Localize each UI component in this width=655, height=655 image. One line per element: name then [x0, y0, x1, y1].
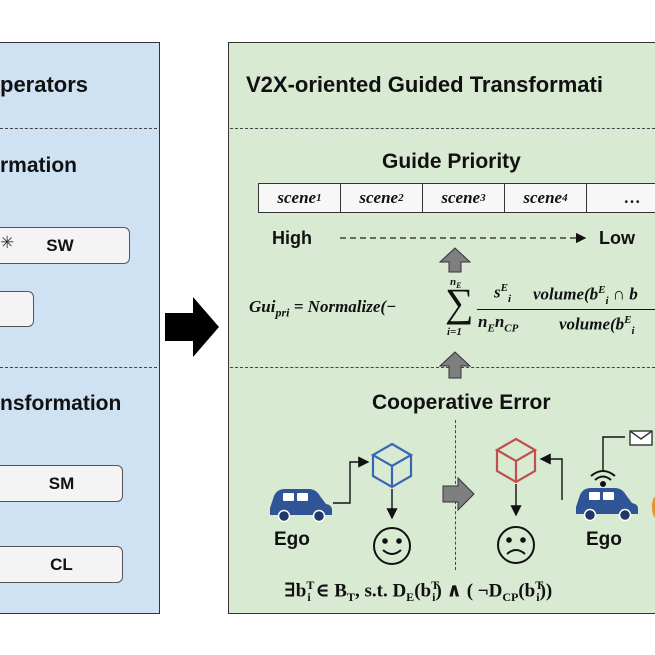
up-arrow-icon [438, 247, 472, 273]
left-panel-title: perators [0, 72, 89, 97]
left-divider-mid [0, 367, 157, 368]
left-section1-title: rmation [0, 154, 78, 177]
right-divider-top [230, 128, 655, 129]
car-icon [576, 488, 638, 522]
guide-priority-formula: Guipri = Normalize(− nE ∑ i=1 sEi nEnCP … [249, 272, 655, 344]
cube-icon [494, 437, 538, 484]
cooperative-error-title: Cooperative Error [372, 391, 551, 414]
low-label: Low [599, 228, 635, 248]
envelope-icon [629, 430, 653, 446]
car-icon [270, 489, 332, 523]
left-divider-top [0, 128, 157, 129]
right-panel [228, 42, 655, 614]
sad-face-icon [497, 526, 535, 564]
right-arrow-icon [442, 476, 475, 512]
wifi-icon [590, 470, 616, 487]
up-arrow-icon [438, 351, 472, 379]
right-panel-title: V2X-oriented Guided Transformati [246, 72, 603, 97]
cooperative-error-formula: ∃bTi ∈ BT, s.t. DE(bTi) ∧ ( ¬DCP(bTi)) [284, 578, 553, 605]
sm-button[interactable]: SM [0, 465, 123, 502]
operator-box[interactable] [0, 291, 34, 327]
left-panel [0, 42, 160, 614]
ego-left-label: Ego [274, 529, 310, 550]
ego-right-label: Ego [586, 529, 622, 550]
high-label: High [272, 228, 312, 248]
guide-priority-title: Guide Priority [382, 150, 521, 173]
sw-label: SW [46, 235, 74, 255]
cube-icon [370, 442, 414, 489]
cl-label: CL [50, 554, 73, 574]
partial-agent-icon [652, 496, 655, 518]
smiley-icon [373, 527, 411, 565]
scene-more: … [623, 188, 641, 207]
sm-label: SM [48, 473, 75, 493]
sw-button[interactable]: SW [0, 227, 130, 264]
sparkle-icon: ✳ [0, 233, 15, 252]
left-section2-title: nsformation [0, 392, 122, 415]
cl-button[interactable]: CL [0, 546, 123, 583]
right-divider-mid [230, 367, 655, 368]
